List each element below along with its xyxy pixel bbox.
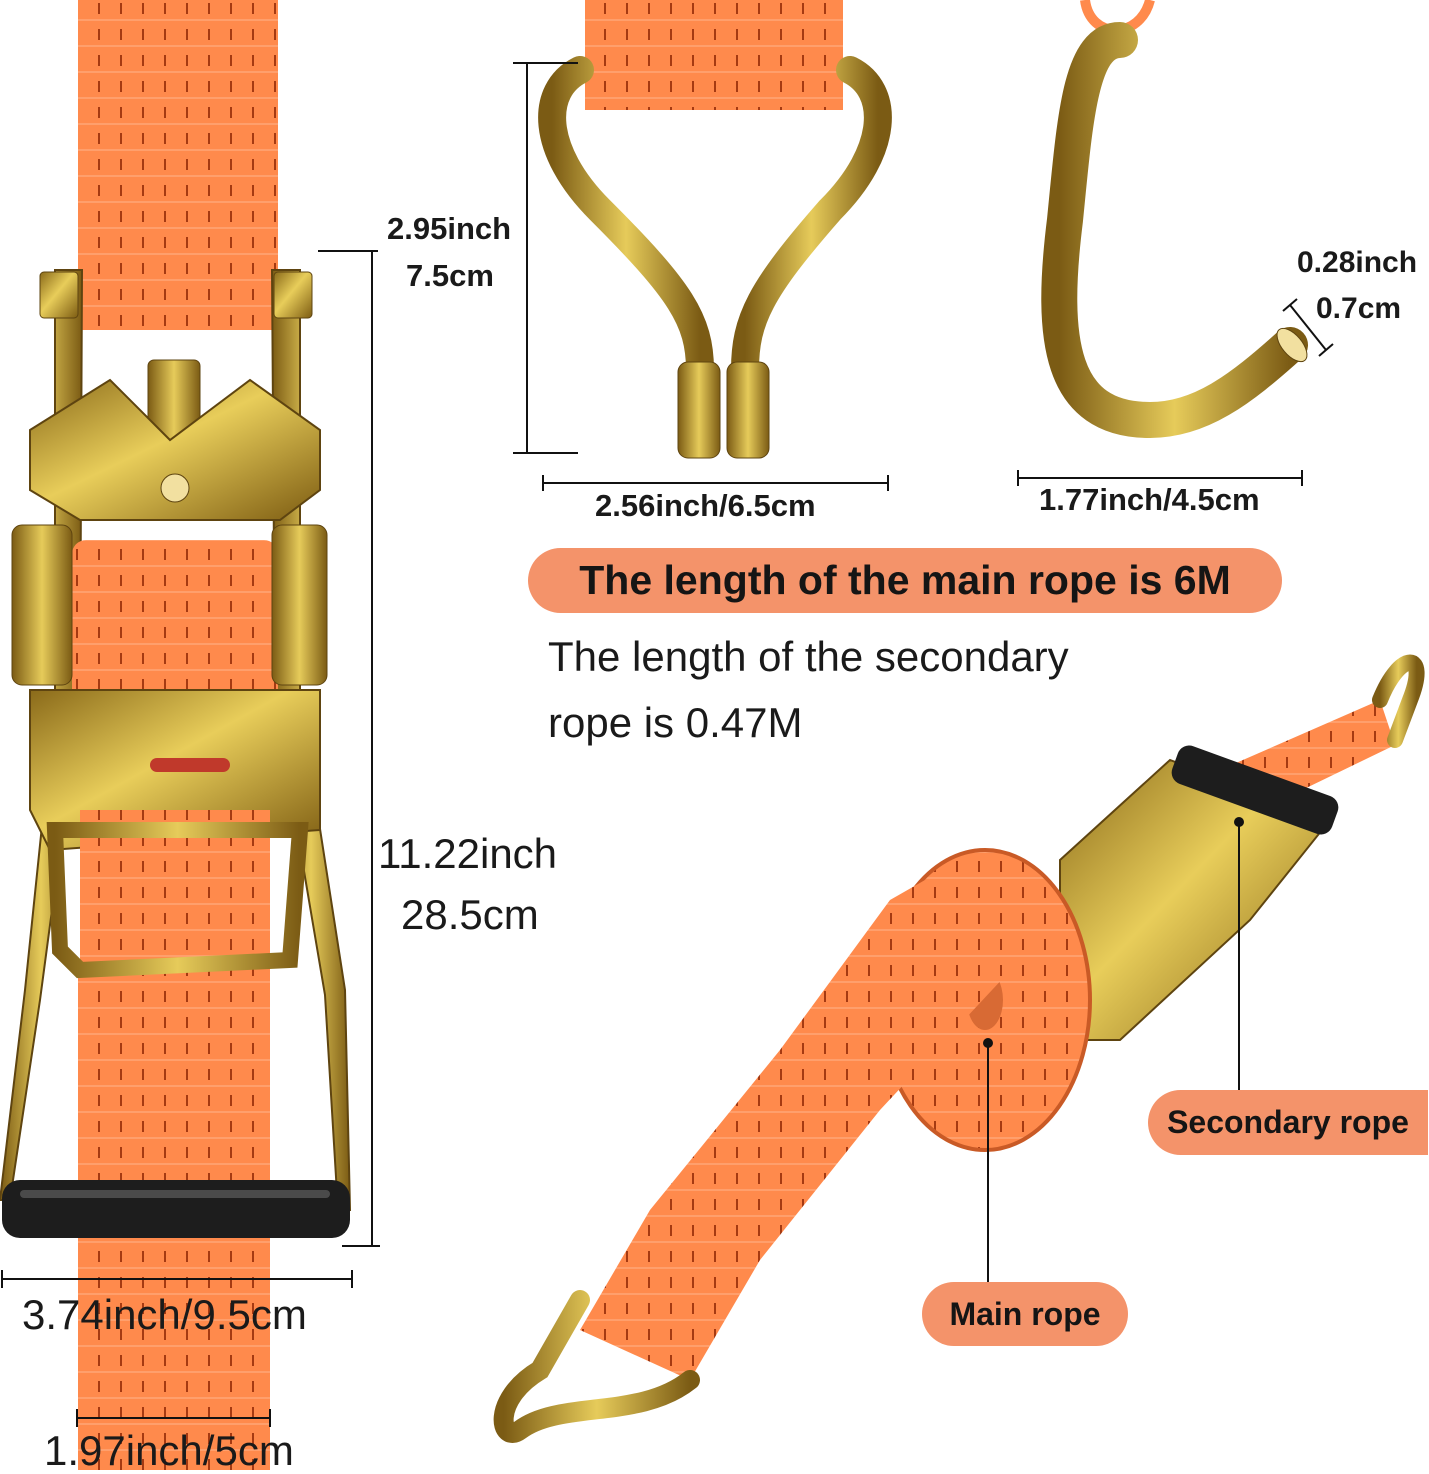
handle-grip — [2, 1180, 350, 1238]
label-hook-height-cm: 7.5cm — [406, 258, 494, 293]
single-j-hook — [1041, 0, 1308, 439]
callout-main-rope: Main rope — [922, 1282, 1128, 1346]
label-jhook-gauge-cm: 0.7cm — [1316, 292, 1402, 325]
dimension-jhook-width — [1017, 470, 1303, 486]
double-j-hook — [538, 0, 892, 459]
dimension-jhook-gauge — [1282, 298, 1334, 357]
strap-webbing-upper — [78, 0, 278, 330]
bottom-hook-wire — [493, 1290, 700, 1443]
label-ratchet-length-inch: 11.22inch — [378, 830, 558, 877]
ratchet-top-plate — [29, 378, 321, 521]
hook-strap — [585, 0, 843, 110]
ratchet-gear-left — [11, 524, 73, 686]
ratchet-gear-right — [271, 524, 328, 686]
label-hook-width: 2.56inch/6.5cm — [595, 488, 816, 523]
j-hook-body — [1041, 22, 1308, 439]
label-hook-height-inch: 2.95inch — [387, 211, 512, 246]
headline-main-rope-length: The length of the main rope is 6M — [528, 548, 1282, 613]
dimension-hook-height — [513, 62, 578, 454]
hook-tip-right — [726, 361, 770, 459]
rivet-icon — [160, 473, 190, 503]
callout-dot-secondary — [1234, 817, 1244, 827]
hook-wire-right — [731, 56, 892, 384]
dimension-hook-width — [542, 475, 889, 491]
top-hook-wire — [1372, 654, 1425, 748]
coiled-strap-assembly — [493, 654, 1425, 1443]
ratchet-strap-vertical — [0, 0, 352, 1470]
dimension-ratchet-length — [318, 250, 380, 1247]
label-strap-width: 1.97inch/5cm — [44, 1427, 294, 1474]
release-slot — [150, 758, 230, 772]
label-ratchet-width: 3.74inch/9.5cm — [22, 1291, 307, 1338]
ratchet-lower-frame — [46, 822, 309, 979]
dimension-strap-width — [76, 1409, 271, 1427]
label-jhook-width: 1.77inch/4.5cm — [1039, 482, 1260, 517]
hook-tip-left — [677, 361, 721, 459]
handle-grip-highlight — [20, 1190, 330, 1198]
dimension-ratchet-width — [1, 1270, 353, 1288]
callout-dot-main — [983, 1038, 993, 1048]
callout-secondary-rope: Secondary rope — [1148, 1090, 1428, 1155]
secondary-handle-grip — [1171, 745, 1339, 835]
label-jhook-gauge-inch: 0.28inch — [1297, 246, 1418, 279]
bolt-icon — [273, 271, 313, 319]
label-ratchet-length-cm: 28.5cm — [401, 891, 539, 938]
hook-wire-left — [538, 56, 714, 384]
bolt-icon — [39, 271, 79, 319]
secondary-rope-length-line2: rope is 0.47M — [548, 699, 803, 746]
main-strap-tail — [580, 860, 1020, 1380]
secondary-rope-length-line1: The length of the secondary — [548, 633, 1069, 680]
j-hook-tip — [1276, 327, 1308, 363]
